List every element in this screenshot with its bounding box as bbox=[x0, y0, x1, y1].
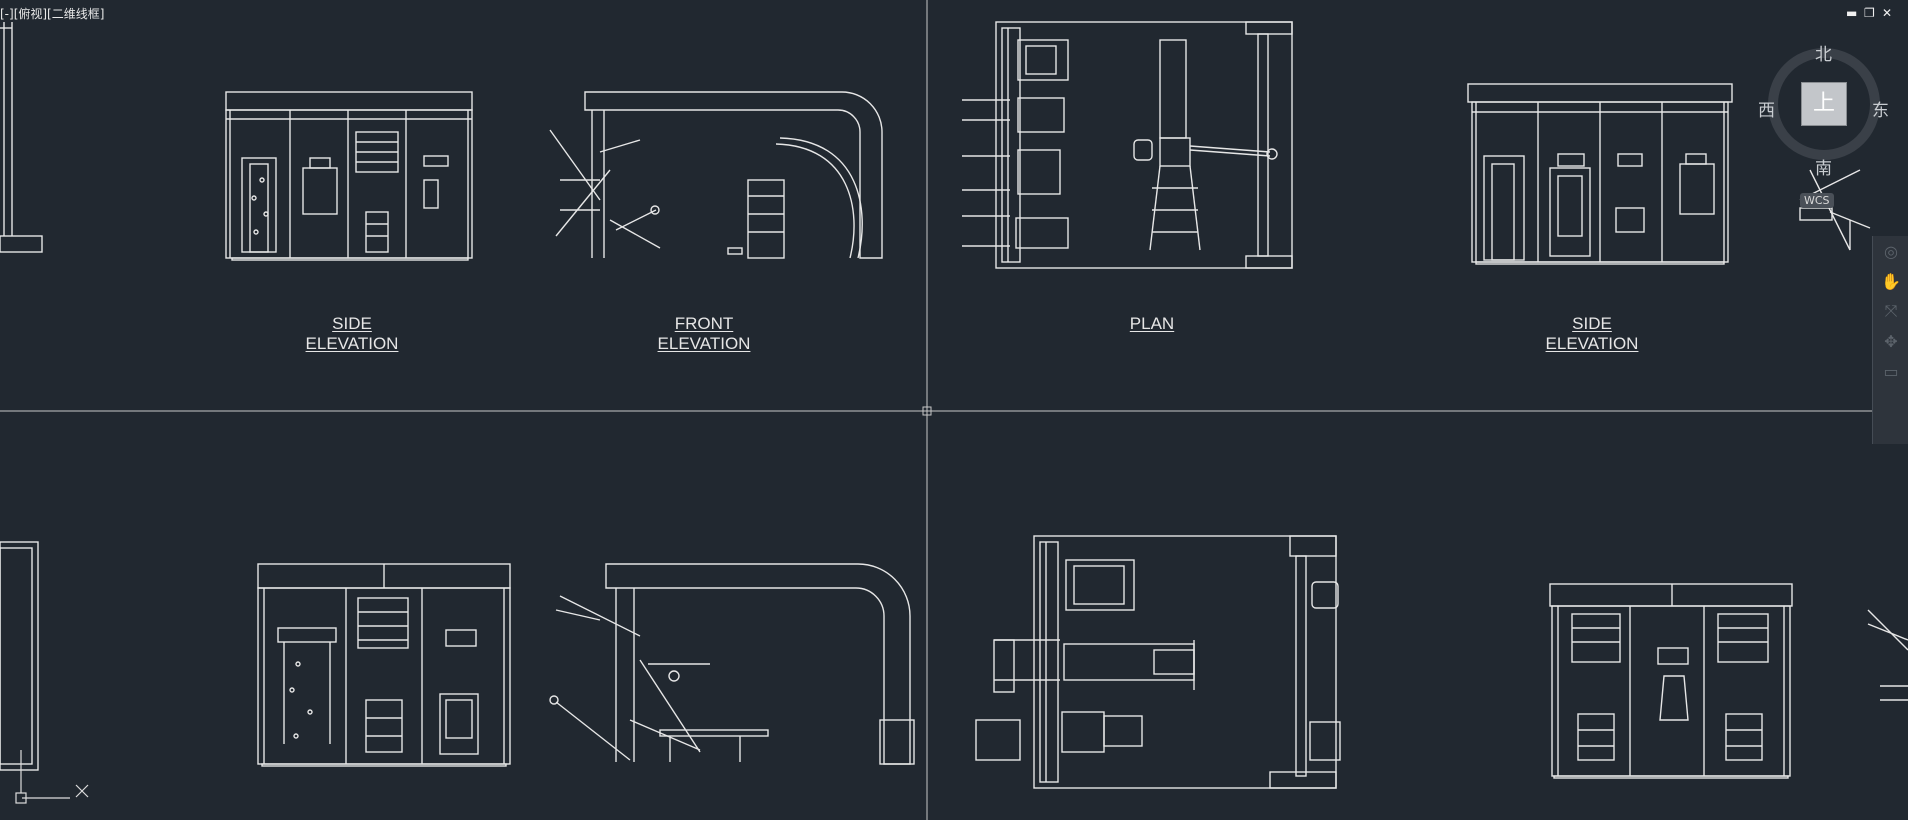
partial-drawing-right-top bbox=[1799, 169, 1871, 251]
zoom-icon[interactable]: ⤧ bbox=[1884, 301, 1898, 320]
ucs-icon bbox=[15, 750, 89, 804]
side-elevation-bottom-right bbox=[1549, 583, 1793, 779]
viewcube-compass-ring[interactable] bbox=[1768, 48, 1880, 160]
viewcube-west[interactable]: 西 bbox=[1758, 101, 1775, 121]
orbit-icon[interactable]: ✥ bbox=[1884, 331, 1898, 351]
restore-icon[interactable]: ❐ bbox=[1864, 6, 1875, 20]
close-icon[interactable]: ✕ bbox=[1882, 6, 1893, 20]
partial-drawing-right-bottom bbox=[1867, 609, 1908, 701]
side-elevation-bottom-left bbox=[257, 563, 511, 767]
showmotion-icon[interactable]: ▭ bbox=[1883, 361, 1899, 381]
front-elevation-bottom bbox=[549, 563, 915, 765]
navigation-bar: ◎ ✋ ⤧ ✥ ▭ bbox=[1872, 236, 1908, 444]
viewcube-north[interactable]: 北 bbox=[1815, 45, 1832, 65]
steering-wheel-icon[interactable]: ◎ bbox=[1884, 241, 1898, 261]
minimize-icon[interactable]: ▬ bbox=[1846, 6, 1858, 20]
front-elevation-top bbox=[549, 91, 883, 259]
side-elevation-top-left bbox=[225, 91, 473, 261]
pan-icon[interactable]: ✋ bbox=[1881, 271, 1901, 291]
viewcube-east[interactable]: 东 bbox=[1872, 101, 1889, 121]
viewport-label[interactable]: [-][俯视][二维线框] bbox=[0, 7, 105, 21]
plan-bottom bbox=[975, 535, 1341, 789]
side-elevation-top-right bbox=[1467, 83, 1733, 265]
caption-plan: PLAN bbox=[1129, 314, 1175, 333]
plan-top bbox=[962, 21, 1293, 269]
viewcube-top-face[interactable]: 上 bbox=[1801, 82, 1847, 126]
viewcube-south[interactable]: 南 bbox=[1815, 159, 1832, 179]
wcs-menu[interactable]: WCS bbox=[1800, 193, 1834, 208]
partial-drawing-left-top bbox=[0, 22, 43, 253]
partial-drawing-left-bottom bbox=[0, 541, 39, 771]
